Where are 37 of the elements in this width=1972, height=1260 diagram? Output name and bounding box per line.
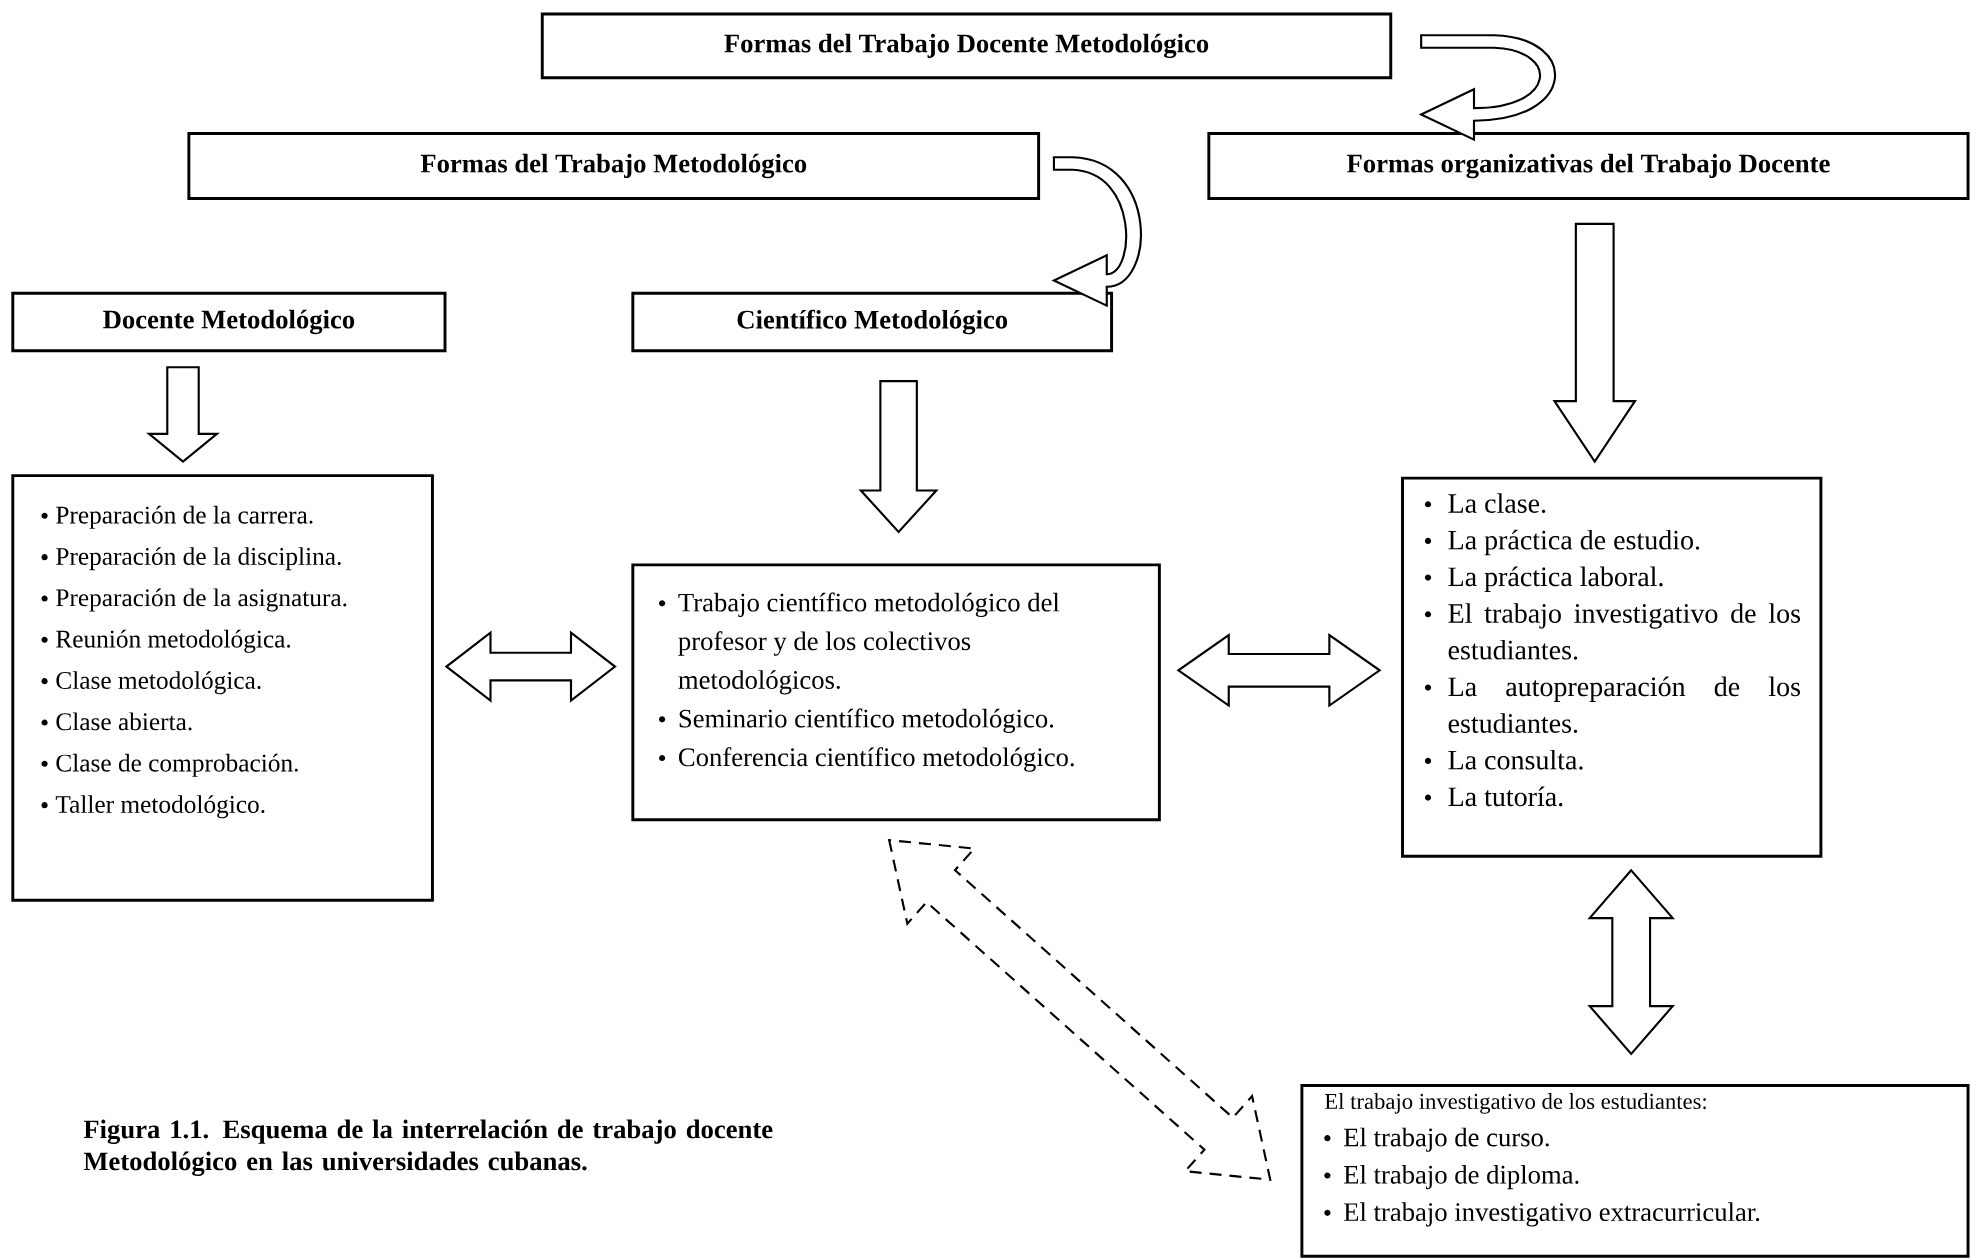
list-item: La práctica de estudio. (1424, 529, 1700, 556)
list-item: La clase. (1424, 493, 1546, 513)
block-arrow (146, 366, 220, 463)
heading-box: Científico Metodológico (631, 291, 1114, 353)
list-box (1401, 476, 1823, 858)
block-arrow (858, 379, 939, 534)
list-item: Conferencia científico metodológico. (659, 747, 1074, 772)
list-item: El trabajo de diploma. (1324, 1164, 1579, 1190)
heading-box: Formas organizativas del Trabajo Docente (1207, 132, 1970, 200)
list-box (1300, 1084, 1970, 1258)
heading-box: Docente Metodológico (11, 291, 447, 353)
list-item: Taller metodológico. (41, 795, 265, 819)
heading-box: Formas del Trabajo Docente Metodológico (540, 12, 1393, 80)
list-item: La autopreparación de los estudiantes. (1424, 676, 1800, 733)
list-item: El trabajo de curso. (1324, 1127, 1549, 1152)
list-box (631, 563, 1161, 822)
block-arrow (1552, 222, 1637, 464)
list-item: Clase abierta. (41, 712, 192, 731)
list-heading: El trabajo investigativo de los estudiantes: (1324, 1093, 1706, 1114)
heading-box: Formas del Trabajo Metodológico (187, 132, 1041, 200)
curved-block-arrow (1052, 156, 1142, 307)
list-item: Seminario científico metodológico. (659, 708, 1054, 733)
list-box (11, 474, 434, 902)
list-item: La práctica laboral. (1424, 566, 1663, 592)
figure-caption: Figura 1.1. Esquema de la interrelación de trabajo docente Metodológico en las universidades cubanas. (83, 1119, 773, 1176)
curved-block-arrow (1420, 34, 1556, 141)
list-item: Clase de comprobación. (41, 753, 298, 777)
list-item: Preparación de la disciplina. (41, 547, 341, 571)
list-item: Trabajo científico metodológico del profesor y de los colectivos metodológicos. (659, 592, 1060, 695)
list-item: El trabajo investigativo extracurricular. (1324, 1202, 1760, 1227)
list-item: El trabajo investigativo de los estudiantes. (1424, 603, 1800, 660)
list-item: Clase metodológica. (41, 671, 261, 695)
list-item: La consulta. (1424, 749, 1583, 770)
list-item: Reunión metodológica. (41, 629, 291, 653)
list-item: Preparación de la carrera. (41, 505, 313, 529)
list-item: Preparación de la asignatura. (41, 588, 347, 612)
list-item: La tutoría. (1424, 786, 1563, 807)
